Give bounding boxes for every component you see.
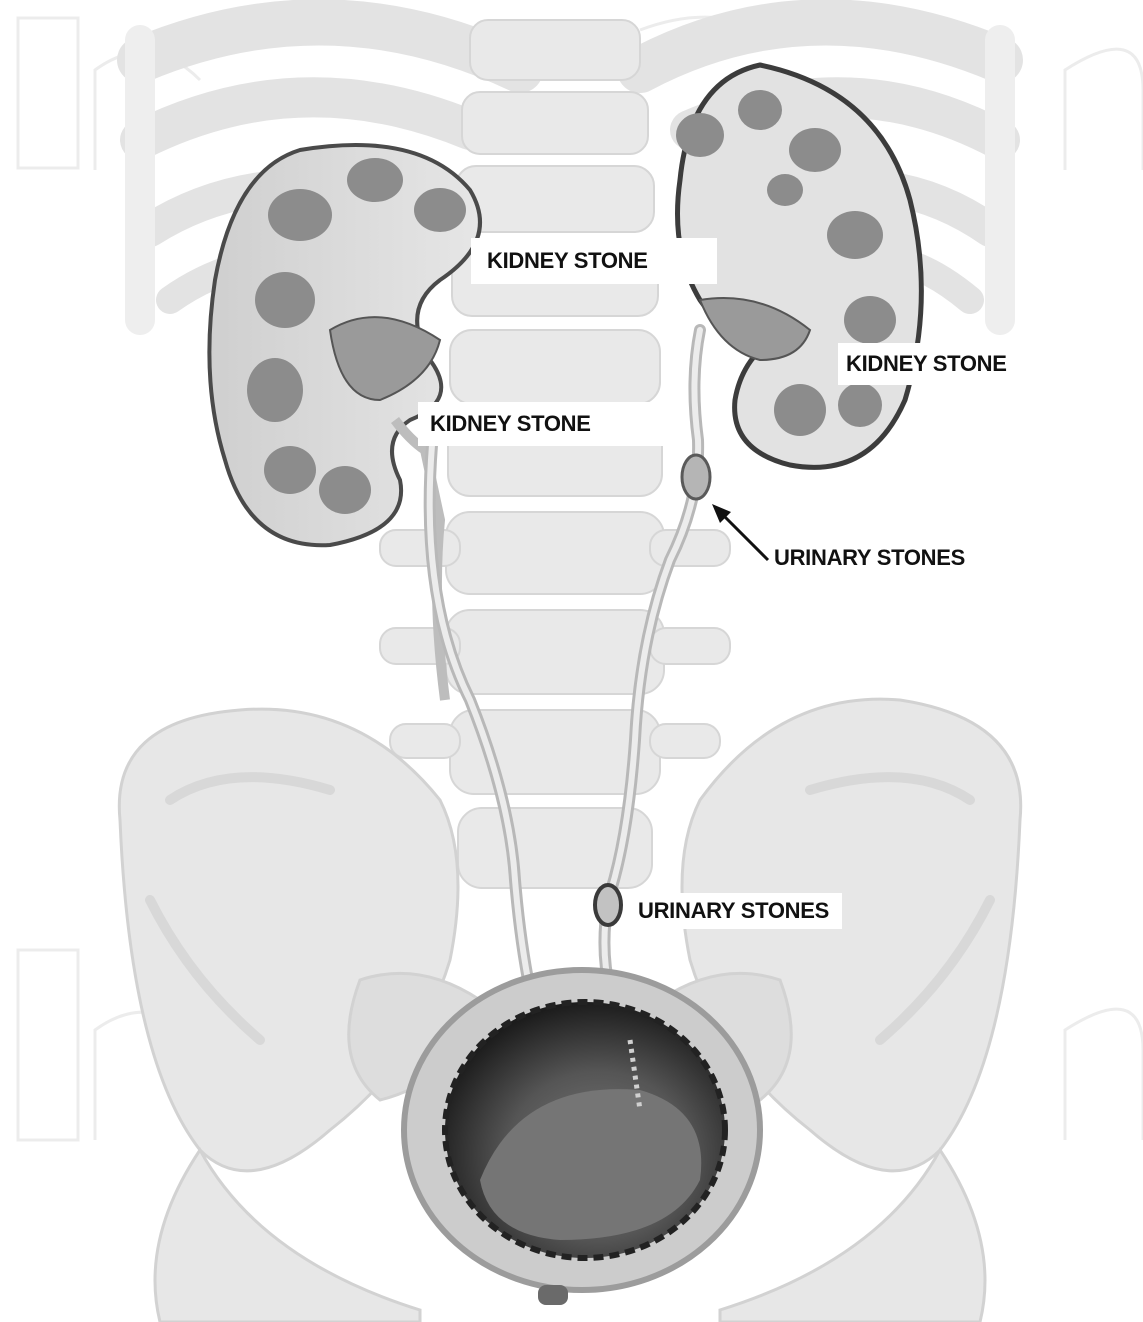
kidney-stone-label-top: KIDNEY STONE bbox=[471, 238, 717, 284]
upper-urinary-stone bbox=[682, 455, 710, 499]
bladder bbox=[404, 970, 760, 1305]
urinary-stones-label-lower: URINARY STONES bbox=[632, 893, 842, 929]
kidney-stone-label-right: KIDNEY STONE bbox=[838, 343, 1030, 385]
lower-urinary-stone bbox=[595, 885, 621, 925]
kidney-stone-label-left: KIDNEY STONE bbox=[418, 402, 670, 446]
urinary-stones-label-upper: URINARY STONES bbox=[770, 540, 980, 576]
